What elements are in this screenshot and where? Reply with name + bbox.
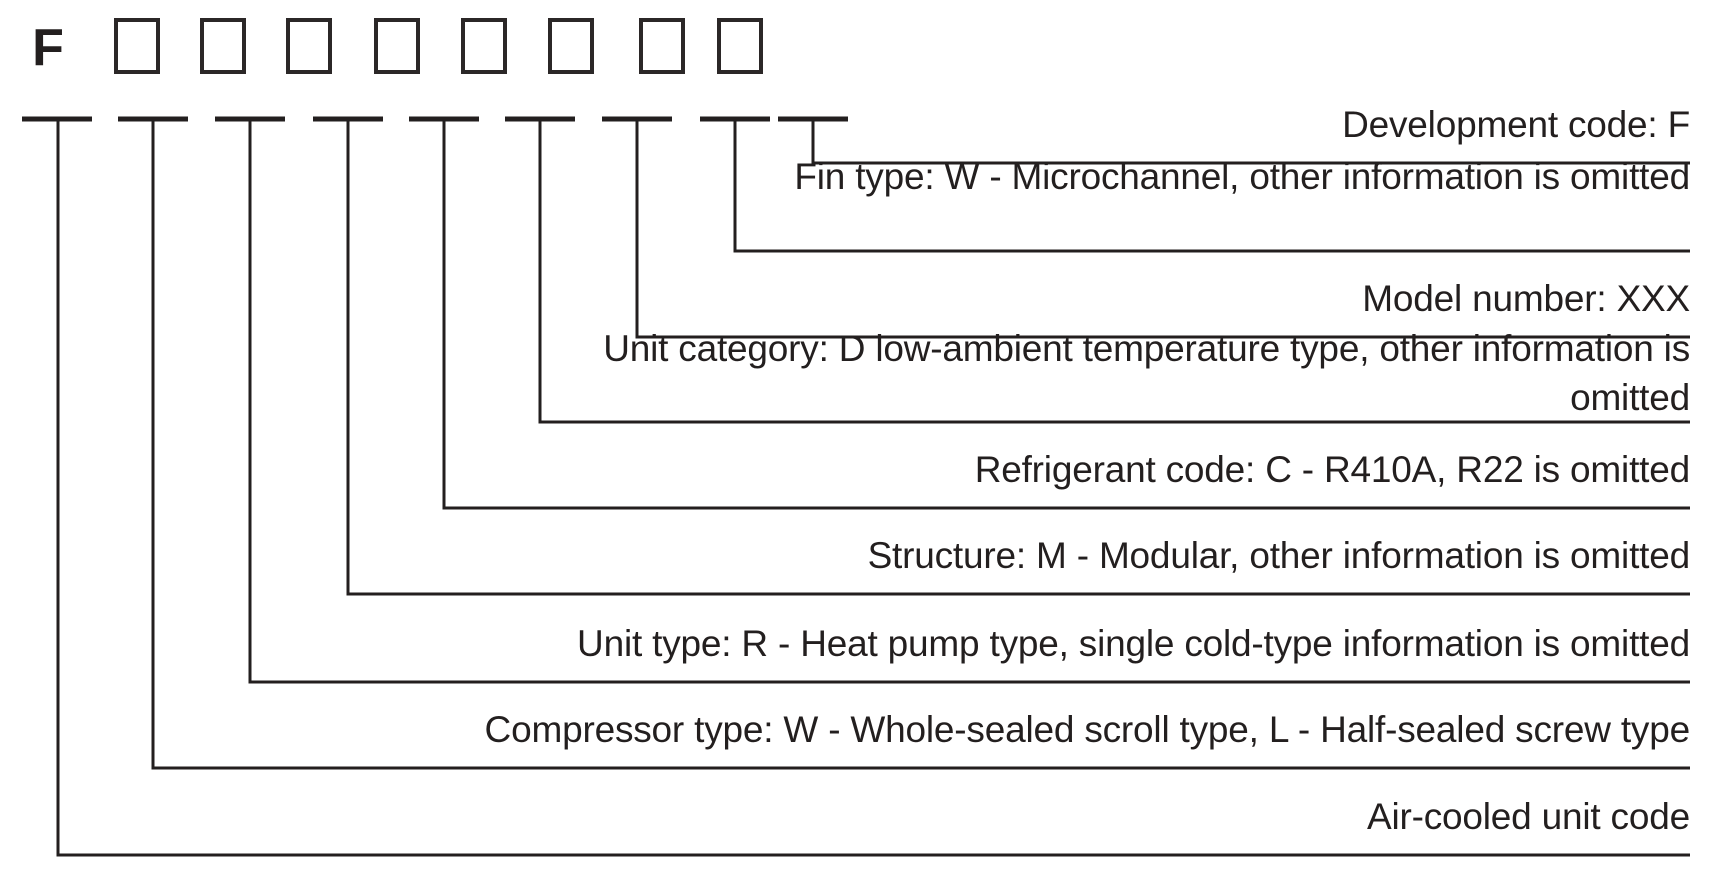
code-box-2	[200, 18, 246, 74]
callout-label-development-code: Development code: F	[1342, 104, 1690, 145]
code-box-5	[461, 18, 507, 74]
callout-label-refrigerant-code: Refrigerant code: C - R410A, R22 is omit…	[974, 449, 1690, 490]
callout-label-unit-type: Unit type: R - Heat pump type, single co…	[577, 623, 1690, 664]
callout-label-air-cooled-unit-code: Air-cooled unit code	[1366, 796, 1690, 837]
callout-label-fin-type: Fin type: W - Microchannel, other inform…	[794, 156, 1690, 197]
callout-label-compressor-type: Compressor type: W - Whole-sealed scroll…	[484, 709, 1691, 750]
code-box-6	[548, 18, 594, 74]
code-box-7	[639, 18, 685, 74]
callout-label-model-number: Model number: XXX	[1362, 278, 1690, 319]
code-box-8	[717, 18, 763, 74]
code-box-1	[114, 18, 160, 74]
code-box-3	[286, 18, 332, 74]
callout-label-structure: Structure: M - Modular, other informatio…	[867, 535, 1691, 576]
model-code-row: F	[0, 0, 1720, 95]
code-box-4	[374, 18, 420, 74]
code-letter-f: F	[32, 19, 64, 77]
callout-label-unit-category: Unit category: D low-ambient temperature…	[603, 328, 1690, 418]
